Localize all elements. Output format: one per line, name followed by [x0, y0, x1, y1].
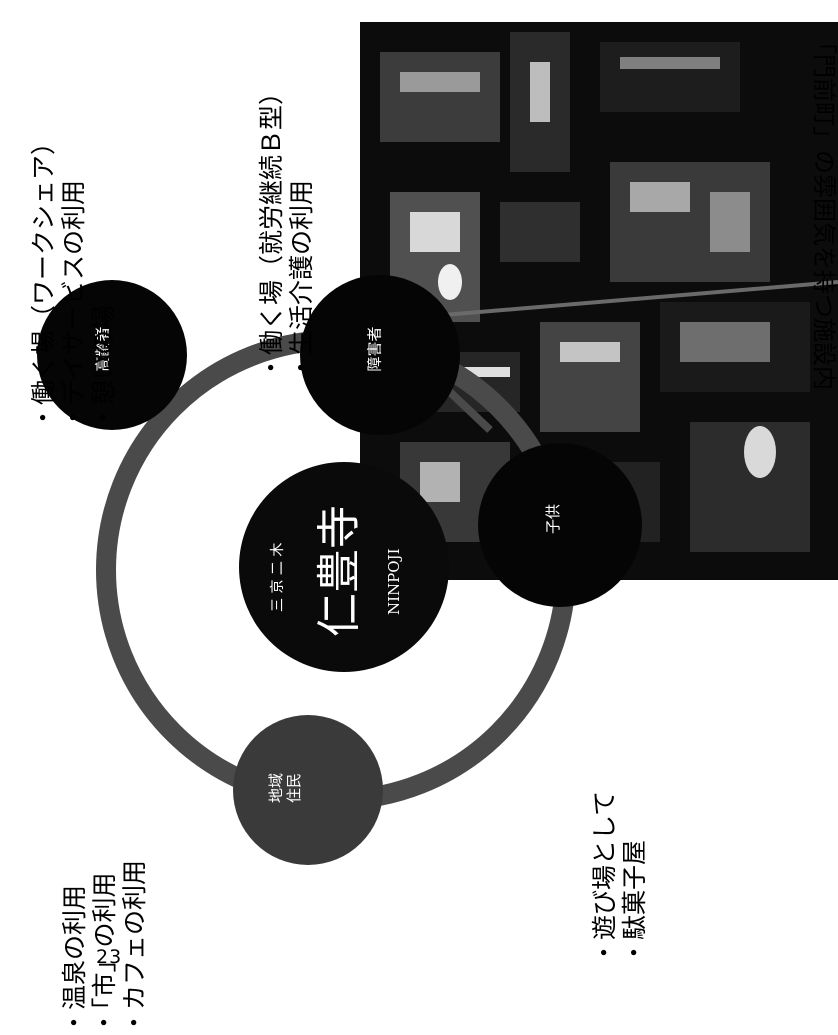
annotation-residents-2: ・「市」の利用 [90, 872, 119, 1035]
annotation-residents-3: ・カフェの利用 [120, 859, 149, 1035]
annotation-elderly-1: ・働く場（ワークシェア） [29, 129, 58, 430]
node-disabled [300, 275, 460, 435]
page-number: 23 [96, 946, 123, 968]
annotation-elderly-2: ・デイサービスの利用 [59, 179, 88, 430]
node-residents [233, 715, 383, 865]
logo-small-text: 三 京 二 木 [270, 543, 286, 612]
annotation-elderly-3: ・憩いの場 [89, 304, 118, 430]
annotation-children-1: ・遊び場として [590, 790, 619, 965]
cycle-diagram: 三 京 二 木 仁豊寺 NINPOJI [37, 275, 642, 865]
annotation-residents-1: ・温泉の利用 [60, 884, 89, 1035]
node-elderly [37, 280, 187, 430]
annotation-disabled-1: ・働く場（就労継続Ｂ型） [257, 79, 286, 380]
node-residents-label-line2: 住民 [285, 772, 304, 804]
node-residents-label: 地域 住民 [267, 773, 303, 803]
annotation-children-2: ・駄菓子屋 [620, 839, 649, 965]
logo-roman-text: NINPOJI [385, 548, 403, 615]
center-logo-circle [239, 462, 449, 672]
annotation-elderly: ・働く場（ワークシェア） ・デイサービスの利用 ・憩いの場 [29, 30, 119, 430]
annotation-children: ・遊び場として ・駄菓子屋 [590, 685, 650, 965]
node-disabled-label: 障害者 [365, 326, 384, 372]
node-children-label: 子供 [544, 503, 563, 535]
node-children [478, 443, 642, 607]
photo-caption: 「門前町」の雰囲気を持つ施設内 [810, 30, 838, 390]
node-residents-label-line1: 地域 [267, 772, 286, 804]
annotation-disabled: ・働く場（就労継続Ｂ型） ・生活介護の利用 [257, 0, 317, 380]
annotation-disabled-2: ・生活介護の利用 [287, 179, 316, 380]
center-logo: 三 京 二 木 仁豊寺 NINPOJI [270, 505, 403, 637]
logo-main-text: 仁豊寺 [314, 505, 365, 637]
annotation-residents: ・温泉の利用 ・「市」の利用 ・カフェの利用 [60, 735, 150, 1035]
